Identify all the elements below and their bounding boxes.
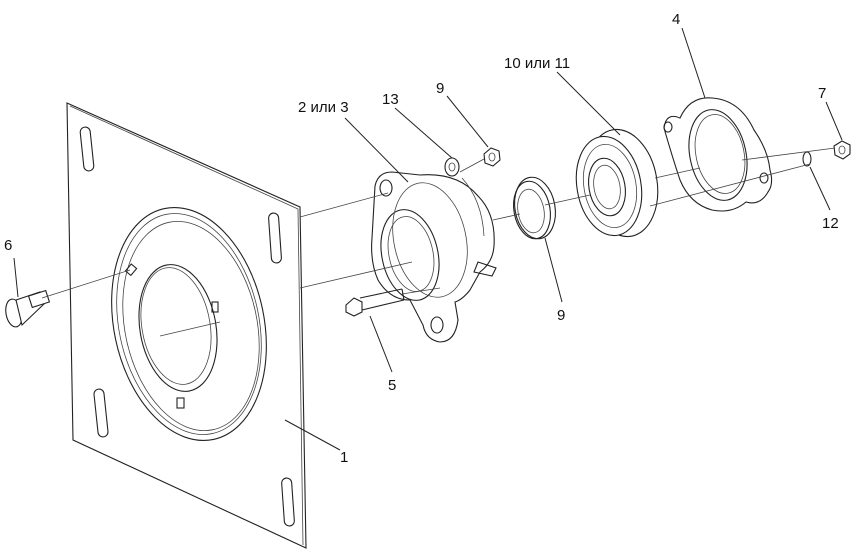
bearing bbox=[575, 128, 659, 238]
mounting-plate bbox=[66, 102, 307, 549]
bearing-housing bbox=[371, 171, 497, 343]
pin-bolt bbox=[5, 289, 51, 328]
label-part-9-top: 9 bbox=[436, 80, 444, 97]
flange-cover bbox=[663, 97, 773, 212]
label-part-7: 7 bbox=[818, 85, 826, 102]
spacer-ring bbox=[513, 176, 556, 240]
bolt bbox=[345, 288, 405, 317]
label-part-10-or-11: 10 или 11 bbox=[504, 55, 570, 72]
label-part-1: 1 bbox=[340, 449, 348, 466]
label-part-9-ring: 9 bbox=[557, 307, 565, 324]
label-part-13: 13 bbox=[382, 91, 399, 108]
leader-lines bbox=[13, 27, 843, 451]
label-part-12: 12 bbox=[822, 215, 839, 232]
right-washer-and-nut bbox=[802, 140, 851, 167]
top-washer-and-nut bbox=[444, 147, 501, 177]
axis-lines bbox=[41, 147, 836, 337]
label-part-2-or-3: 2 или 3 bbox=[298, 99, 349, 116]
part-labels: 6 2 или 3 13 9 10 или 11 4 7 12 9 5 1 bbox=[4, 11, 839, 466]
label-part-4: 4 bbox=[672, 11, 680, 28]
label-part-5: 5 bbox=[388, 377, 396, 394]
label-part-6: 6 bbox=[4, 237, 12, 254]
